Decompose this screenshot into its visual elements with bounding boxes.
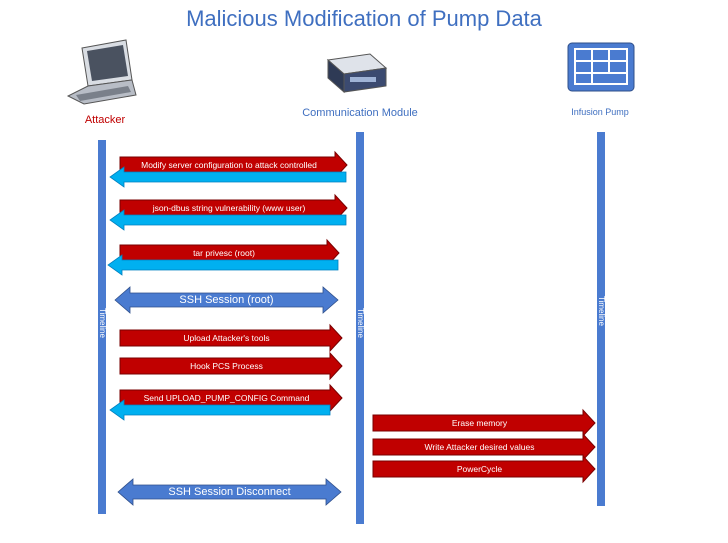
response-arrow-2 xyxy=(109,209,347,231)
request-arrow-10 xyxy=(372,454,596,484)
message-label-4: SSH Session (root) xyxy=(179,294,274,306)
request-arrow-6 xyxy=(119,351,343,381)
tablet-screen-icon xyxy=(567,42,635,92)
message-label-9: Write Attacker desired values xyxy=(424,442,535,452)
ssh-session-arrow xyxy=(114,286,339,314)
message-label-1: Modify server configuration to attack co… xyxy=(141,160,317,170)
ssh-disconnect-arrow xyxy=(117,478,342,506)
message-label-10: PowerCycle xyxy=(456,464,503,474)
attacker-label: Attacker xyxy=(84,114,126,126)
comm-module-label: Communication Module xyxy=(302,107,418,119)
server-box-icon xyxy=(326,53,388,94)
laptop-icon xyxy=(66,39,137,105)
message-label-2: json-dbus string vulnerability (www user… xyxy=(152,203,306,213)
message-label-3: tar privesc (root) xyxy=(193,248,255,258)
response-arrow-3 xyxy=(107,254,339,276)
message-label-5: Upload Attacker's tools xyxy=(183,333,270,343)
response-arrow-1 xyxy=(109,166,347,188)
request-arrow-5 xyxy=(119,323,343,353)
message-label-6: Hook PCS Process xyxy=(190,361,263,371)
message-label-7: Send UPLOAD_PUMP_CONFIG Command xyxy=(143,393,310,403)
diagram-title: Malicious Modification of Pump Data xyxy=(186,6,542,31)
request-arrow-9 xyxy=(372,432,596,462)
request-arrow-8 xyxy=(372,408,596,438)
comm-module-timeline xyxy=(356,132,364,524)
pump-timeline xyxy=(597,132,605,506)
attacker-timeline xyxy=(98,140,106,514)
message-label-8: Erase memory xyxy=(451,418,508,428)
message-label-11: SSH Session Disconnect xyxy=(168,486,291,498)
response-arrow-7 xyxy=(109,399,331,421)
pump-label: Infusion Pump xyxy=(571,107,629,117)
